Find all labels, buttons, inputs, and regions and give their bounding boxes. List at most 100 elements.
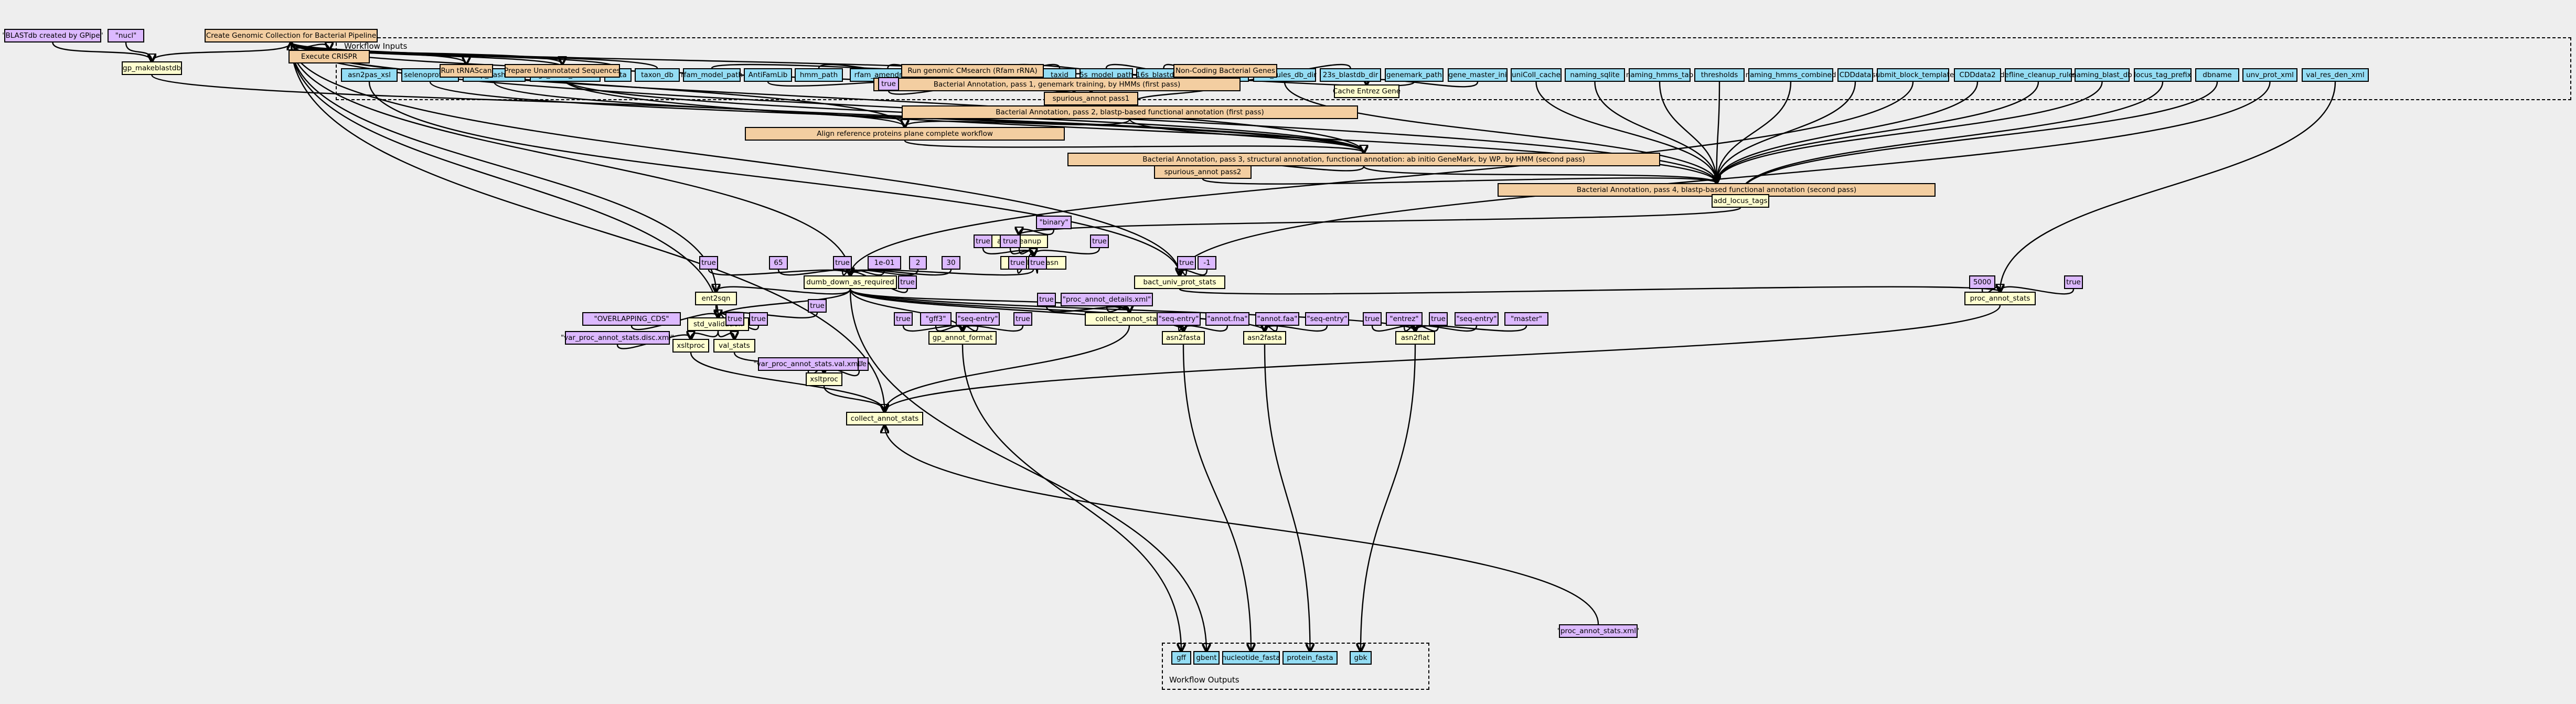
subworkflow-spurious-annot-pass1[interactable]: spurious_annot pass1 bbox=[1044, 92, 1138, 105]
constant-proc-annot-stats-xml-42[interactable]: "proc_annot_stats.xml" bbox=[1557, 624, 1639, 638]
subworkflow-prepare-unannotated-sequences[interactable]: Prepare Unannotated Sequences bbox=[504, 64, 621, 78]
step-dumb-down-as-required-5[interactable]: dumb_down_as_required bbox=[804, 275, 897, 289]
input-unicoll-cache[interactable]: uniColl_cache bbox=[1511, 68, 1562, 82]
input-defline-cleanup-rules[interactable]: defline_cleanup_rules bbox=[2000, 68, 2077, 82]
constant-true-9[interactable]: true bbox=[1177, 256, 1196, 270]
output-protein-fasta[interactable]: protein_fasta bbox=[1282, 651, 1338, 665]
constant-seq-entry-29[interactable]: "seq-entry" bbox=[1305, 312, 1349, 326]
constant-binary-3[interactable]: "binary" bbox=[1036, 216, 1072, 229]
step-gp-annot-format-11[interactable]: gp_annot_format bbox=[928, 331, 997, 345]
constant-var-proc-annot-stats-val-xml-41[interactable]: "var_proc_annot_stats.val.xml" bbox=[753, 357, 863, 371]
constant-seq-entry-33[interactable]: "seq-entry" bbox=[1455, 312, 1499, 326]
constant-seq-entry-26[interactable]: "seq-entry" bbox=[1157, 312, 1201, 326]
step-xsltproc-18[interactable]: xsltproc bbox=[806, 372, 842, 386]
step-val-stats-12[interactable]: val_stats bbox=[713, 339, 755, 353]
step-std-validation-9[interactable]: std_validation bbox=[687, 317, 749, 331]
constant-true-19[interactable]: true bbox=[2064, 275, 2083, 289]
subworkflow-bacterial-annotation-pass-4-blastp-based-functional-annotation-second-pass[interactable]: Bacterial Annotation, pass 4, blastp-bas… bbox=[1498, 183, 1936, 197]
constant-overlapping-cds-35[interactable]: "OVERLAPPING_CDS" bbox=[582, 312, 681, 326]
subworkflow-bacterial-annotation-pass-3-structural-annotation-functional-annotation-ab-initio-genemark-by-wp-by-hmm-second-pass[interactable]: Bacterial Annotation, pass 3, structural… bbox=[1067, 153, 1660, 166]
step-cache-entrez-gene-1[interactable]: Cache Entrez Gene bbox=[1333, 84, 1401, 98]
step-collect-annot-stats-20[interactable]: collect_annot_stats bbox=[846, 412, 923, 425]
input-val-res-den-xml[interactable]: val_res_den_xml bbox=[2302, 68, 2369, 82]
constant-true-30[interactable]: true bbox=[1363, 312, 1382, 326]
subworkflow-spurious-annot-pass2[interactable]: spurious_annot pass2 bbox=[1154, 165, 1252, 179]
constant-true-22[interactable]: true bbox=[894, 312, 913, 326]
constant-nucl-1[interactable]: "nucl" bbox=[108, 29, 144, 42]
step-asn2flat-16[interactable]: asn2flat bbox=[1395, 331, 1435, 345]
constant-true-5[interactable]: true bbox=[1000, 234, 1021, 248]
input-naming-hmms-combined[interactable]: naming_hmms_combined bbox=[1746, 68, 1836, 82]
output-gbent[interactable]: gbent bbox=[1193, 651, 1220, 665]
input-naming-sqlite[interactable]: naming_sqlite bbox=[1565, 68, 1625, 82]
constant-entrez-31[interactable]: "entrez" bbox=[1386, 312, 1423, 326]
constant-30-16[interactable]: 30 bbox=[942, 256, 960, 270]
constant-true-37[interactable]: true bbox=[749, 312, 768, 326]
input-naming-blast-db[interactable]: naming_blast_db bbox=[2072, 68, 2132, 82]
input-unv-prot-xml[interactable]: unv_prot_xml bbox=[2242, 68, 2297, 82]
constant-5000-18[interactable]: 5000 bbox=[1969, 275, 1995, 289]
edge-105 bbox=[961, 344, 1181, 651]
input-gene-master-ini[interactable]: gene_master_ini bbox=[1448, 68, 1508, 82]
constant-1-10[interactable]: -1 bbox=[1198, 256, 1216, 270]
step-bact-univ-prot-stats-6[interactable]: bact_univ_prot_stats bbox=[1134, 275, 1225, 289]
constant-true-8[interactable]: true bbox=[1028, 256, 1047, 270]
input-locus-tag-prefix[interactable]: locus_tag_prefix bbox=[2134, 68, 2192, 82]
input-taxon-db[interactable]: taxon_db bbox=[635, 68, 680, 82]
constant-true-13[interactable]: true bbox=[833, 256, 852, 270]
subworkflow-create-genomic-collection-for-bacterial-pipeline[interactable]: Create Genomic Collection for Bacterial … bbox=[205, 29, 378, 42]
input-antifamlib[interactable]: AntiFamLib bbox=[744, 68, 792, 82]
input-thresholds[interactable]: thresholds bbox=[1694, 68, 1745, 82]
constant-true-7[interactable]: true bbox=[1008, 256, 1027, 270]
constant-65-12[interactable]: 65 bbox=[769, 256, 788, 270]
step-proc-annot-stats-7[interactable]: proc_annot_stats bbox=[1964, 292, 2036, 305]
output-gff[interactable]: gff bbox=[1171, 651, 1191, 665]
subworkflow-run-genomic-cmsearch-rfam-rrna[interactable]: Run genomic CMsearch (Rfam rRNA) bbox=[901, 64, 1044, 78]
step-add-locus-tags-2[interactable]: add_locus_tags bbox=[1712, 194, 1769, 208]
constant-true-6[interactable]: true bbox=[1090, 234, 1109, 248]
constant-true-32[interactable]: true bbox=[1429, 312, 1448, 326]
constant-true-4[interactable]: true bbox=[974, 234, 992, 248]
constant-true-11[interactable]: true bbox=[699, 256, 718, 270]
input-dbname[interactable]: dbname bbox=[2195, 68, 2239, 82]
constant-2-15[interactable]: 2 bbox=[909, 256, 927, 270]
step-ent2sqn-8[interactable]: ent2sqn bbox=[695, 292, 737, 305]
subworkflow-bacterial-annotation-pass-2-blastp-based-functional-annotation-first-pass[interactable]: Bacterial Annotation, pass 2, blastp-bas… bbox=[902, 105, 1358, 119]
constant-proc-annot-details-xml-21[interactable]: "proc_annot_details.xml" bbox=[1061, 293, 1153, 306]
step-xsltproc-17[interactable]: xsltproc bbox=[672, 339, 709, 353]
subworkflow-execute-crispr[interactable]: Execute CRISPR bbox=[288, 50, 370, 63]
constant-true-38[interactable]: true bbox=[808, 299, 827, 313]
constant-blastdb-created-by-gpipe-0[interactable]: "BLASTdb created by GPipe" bbox=[2, 29, 103, 42]
input-rfam-model-path[interactable]: rfam_model_path bbox=[681, 68, 743, 82]
constant-true-17[interactable]: true bbox=[898, 275, 917, 289]
subworkflow-run-trnascan[interactable]: Run tRNAScan bbox=[440, 64, 493, 78]
constant-true-2[interactable]: true bbox=[878, 77, 899, 91]
input-naming-hmms-tab[interactable]: naming_hmms_tab bbox=[1626, 68, 1693, 82]
input-genemark-path[interactable]: genemark_path bbox=[1385, 68, 1444, 82]
constant-seq-entry-24[interactable]: "seq-entry" bbox=[956, 312, 1000, 326]
constant-var-proc-annot-stats-disc-xml-39[interactable]: "var_proc_annot_stats.disc.xml" bbox=[561, 331, 674, 345]
input-cdddata[interactable]: CDDdata bbox=[1837, 68, 1873, 82]
step-gp-makeblastdb-0[interactable]: gp_makeblastdb bbox=[122, 61, 182, 75]
step-asn2fasta-15[interactable]: asn2fasta bbox=[1243, 331, 1286, 345]
subworkflow-align-reference-proteins-plane-complete-workflow[interactable]: Align reference proteins plane complete … bbox=[745, 127, 1065, 141]
subworkflow-non-coding-bacterial-genes[interactable]: Non-Coding Bacterial Genes bbox=[1173, 64, 1277, 78]
input-asn2pas-xsl[interactable]: asn2pas_xsl bbox=[341, 68, 398, 82]
constant-true-25[interactable]: true bbox=[1013, 312, 1032, 326]
constant-gff3-23[interactable]: "gff3" bbox=[920, 312, 952, 326]
constant-true-20[interactable]: true bbox=[1037, 293, 1056, 306]
constant-annot-faa-28[interactable]: "annot.faa" bbox=[1255, 312, 1299, 326]
constant-true-36[interactable]: true bbox=[725, 312, 744, 326]
constant-annot-fna-27[interactable]: "annot.fna" bbox=[1205, 312, 1249, 326]
subworkflow-bacterial-annotation-pass-1-genemark-training-by-hmms-first-pass[interactable]: Bacterial Annotation, pass 1, genemark t… bbox=[873, 78, 1241, 91]
edge-12 bbox=[290, 42, 1364, 153]
output-gbk[interactable]: gbk bbox=[1350, 651, 1372, 665]
input-cdddata2[interactable]: CDDdata2 bbox=[1954, 68, 2001, 82]
input-hmm-path[interactable]: hmm_path bbox=[795, 68, 843, 82]
input-23s-blastdb-dir[interactable]: 23s_blastdb_dir bbox=[1320, 68, 1381, 82]
input-submit-block-template[interactable]: submit_block_template bbox=[1872, 68, 1954, 82]
step-asn2fasta-14[interactable]: asn2fasta bbox=[1162, 331, 1205, 345]
output-nucleotide-fasta[interactable]: nucleotide_fasta bbox=[1222, 651, 1280, 665]
constant-master-34[interactable]: "master" bbox=[1504, 312, 1548, 326]
constant-1e-01-14[interactable]: 1e-01 bbox=[868, 256, 901, 270]
